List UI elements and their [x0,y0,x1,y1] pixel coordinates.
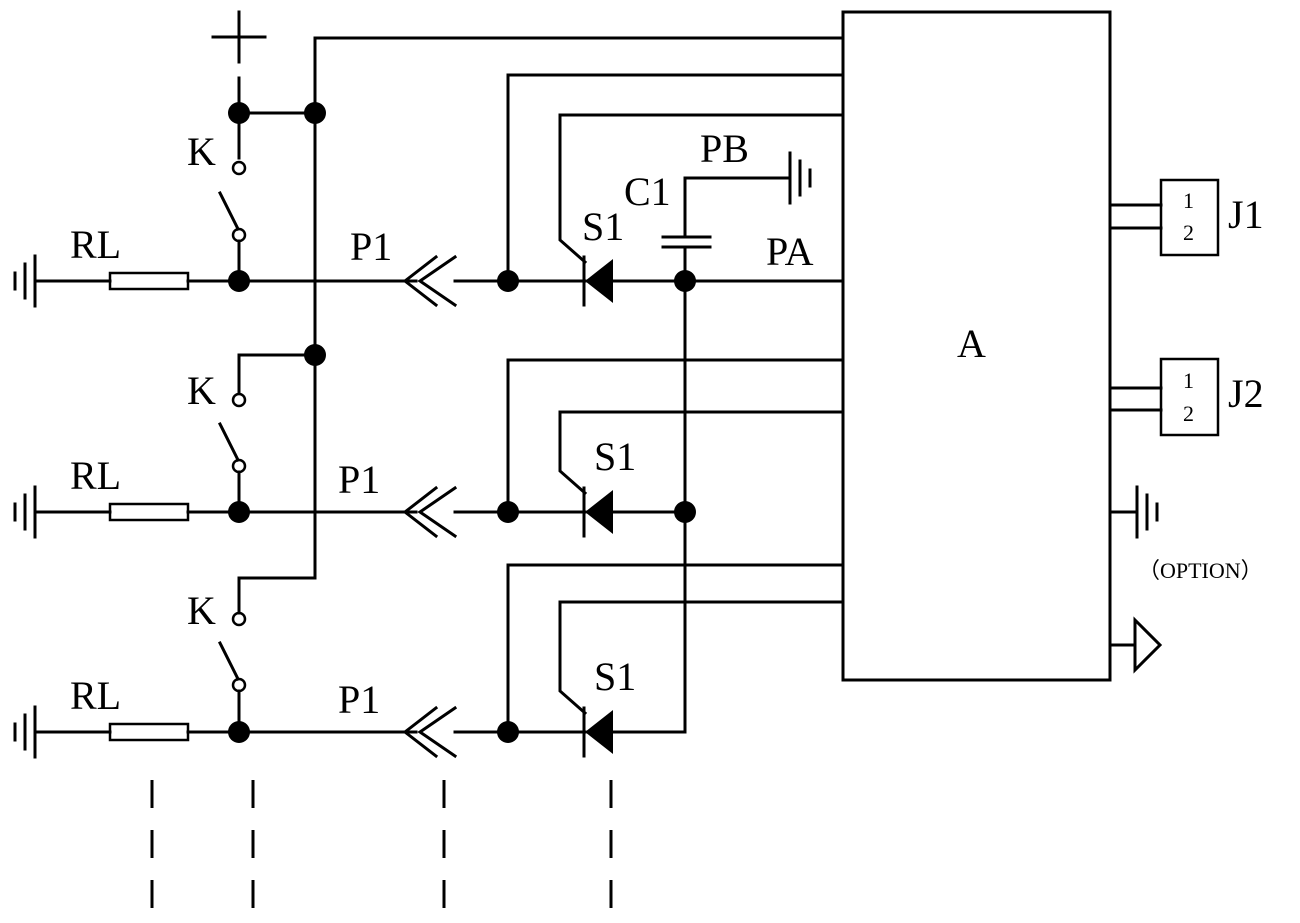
connector-label: P1 [338,457,380,502]
j1-pin1: 1 [1183,188,1194,213]
module-a-label: A [957,321,986,366]
junction-dot [228,501,250,523]
load-label: RL [70,453,121,498]
output-arrow-icon [1110,620,1160,670]
junction-dot [228,270,250,292]
j1-label: J1 [1228,192,1264,237]
scr-s1 [585,259,613,303]
switch-blade [220,424,238,460]
junction-dot [304,102,326,124]
scr-label: S1 [582,204,624,249]
j1-pin2: 2 [1183,220,1194,245]
supply-plus-symbol [213,12,265,93]
scr-s1 [585,710,613,754]
load-resistor [110,504,188,520]
j2-label: J2 [1228,371,1264,416]
switch-label: K [187,368,216,413]
j2-pin2: 2 [1183,401,1194,426]
connector-label: P1 [338,677,380,722]
branch-3: RL K P1 S1 [15,565,843,757]
ground-icon [15,487,35,537]
supply-rail [239,38,315,600]
connector-label: P1 [350,224,392,269]
option-label: （OPTION） [1138,558,1263,583]
scr-label: S1 [594,654,636,699]
j2-pin1: 1 [1183,368,1194,393]
pb-label: PB [700,126,749,171]
branch-1: RL K P1 S1 PA [15,75,843,306]
switch-label: K [187,588,216,633]
anode-sense-wire [508,360,843,512]
load-resistor [110,273,188,289]
connector-j2: 1 2 J2 [1110,359,1264,435]
switch-blade [220,193,238,229]
switch-label: K [187,129,216,174]
switch-blade [220,643,238,679]
load-label: RL [70,222,121,267]
ground-icon [15,256,35,306]
junction-dot [674,501,696,523]
ground-icon [790,153,810,203]
branch-2: RL K P1 S1 [15,360,843,537]
capacitor-label: C1 [624,169,671,214]
pa-label: PA [766,229,814,274]
load-label: RL [70,673,121,718]
connector-j1: 1 2 J1 [1110,180,1264,255]
load-resistor [110,724,188,740]
junction-dot [304,344,326,366]
scr-label: S1 [594,434,636,479]
scr-s1 [585,490,613,534]
ground-icon [1110,487,1157,537]
continuation-dashes [152,780,611,923]
ground-icon [15,707,35,757]
junction-dot [228,721,250,743]
anode-sense-wire [508,565,843,732]
